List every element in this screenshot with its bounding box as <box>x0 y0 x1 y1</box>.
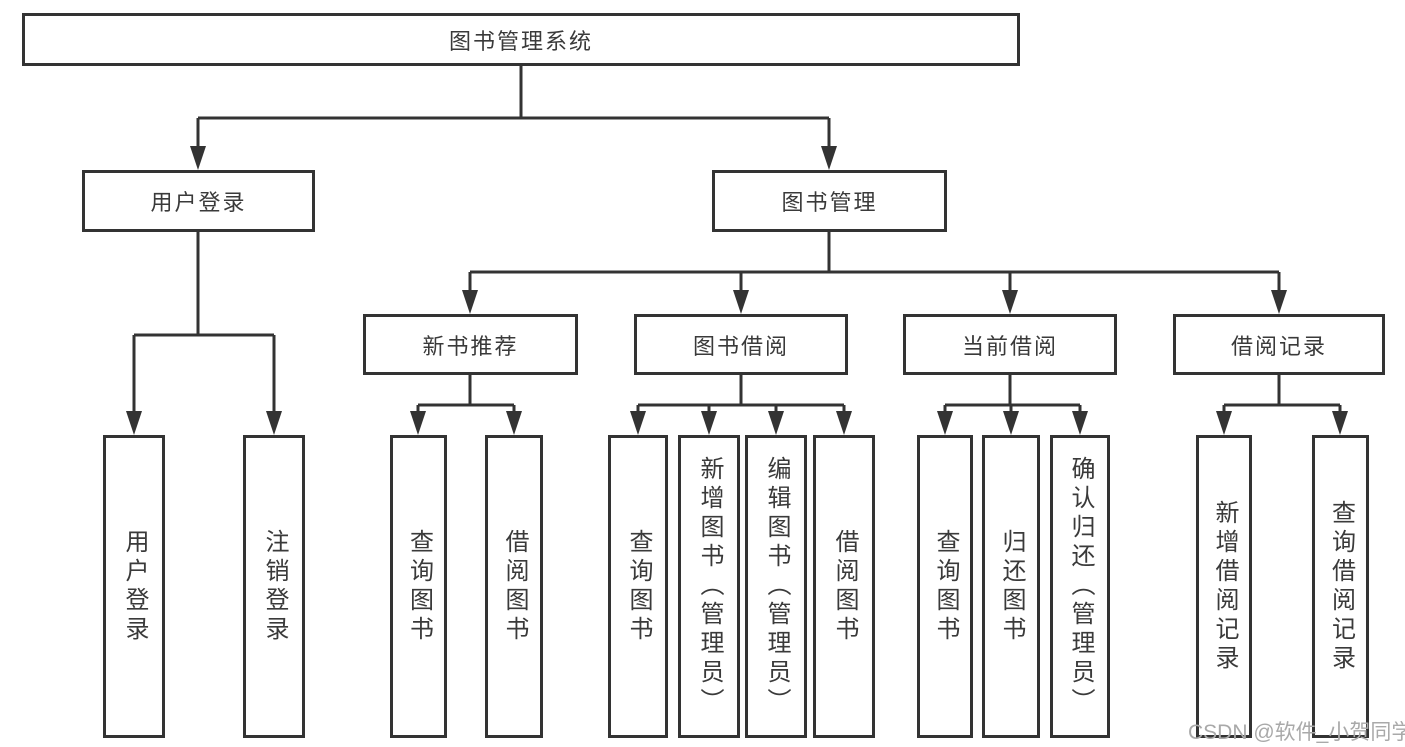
node-root: 图书管理系统 <box>22 13 1020 66</box>
node-current-borrow: 当前借阅 <box>903 314 1117 375</box>
node-new-book-recommend-label: 新书推荐 <box>422 333 519 359</box>
node-user-login: 用户登录 <box>82 170 315 232</box>
leaf-bb-add-book-admin: 新增图书（管理员） <box>678 435 740 738</box>
leaf-br-query-record: 查询借阅记录 <box>1312 435 1369 738</box>
leaf-cb-confirm-return-admin: 确认归还（管理员） <box>1050 435 1110 738</box>
node-book-borrow: 图书借阅 <box>634 314 848 375</box>
leaf-logout-label: 注销登录 <box>261 528 288 645</box>
node-book-management-label: 图书管理 <box>781 190 878 215</box>
node-borrow-record-label: 借阅记录 <box>1230 333 1327 359</box>
leaf-bb-edit-book-admin: 编辑图书（管理员） <box>745 435 807 738</box>
leaf-br-add-record: 新增借阅记录 <box>1196 435 1252 738</box>
node-book-management: 图书管理 <box>712 170 947 232</box>
leaf-cb-return-book: 归还图书 <box>982 435 1040 738</box>
leaf-br-query-record-label: 查询借阅记录 <box>1327 499 1355 674</box>
leaf-nb-query-book: 查询图书 <box>390 435 447 738</box>
node-user-login-label: 用户登录 <box>150 190 247 215</box>
leaf-cb-return-book-label: 归还图书 <box>998 528 1025 645</box>
leaf-bb-borrow-book: 借阅图书 <box>813 435 875 738</box>
leaf-logout: 注销登录 <box>243 435 305 738</box>
leaf-cb-confirm-return-admin-label: 确认归还（管理员） <box>1067 456 1094 717</box>
node-current-borrow-label: 当前借阅 <box>961 333 1058 359</box>
leaf-bb-query-book: 查询图书 <box>608 435 668 738</box>
node-borrow-record: 借阅记录 <box>1173 314 1385 375</box>
leaf-bb-add-book-admin-label: 新增图书（管理员） <box>696 456 723 717</box>
arrowheads <box>126 146 1348 435</box>
node-root-label: 图书管理系统 <box>448 28 593 54</box>
node-book-borrow-label: 图书借阅 <box>692 333 789 359</box>
leaf-user-login-label: 用户登录 <box>121 528 148 645</box>
node-new-book-recommend: 新书推荐 <box>363 314 578 375</box>
leaf-user-login: 用户登录 <box>103 435 165 738</box>
leaf-cb-query-book: 查询图书 <box>917 435 973 738</box>
leaf-bb-edit-book-admin-label: 编辑图书（管理员） <box>763 456 790 717</box>
leaf-bb-query-book-label: 查询图书 <box>625 528 652 645</box>
leaf-br-add-record-label: 新增借阅记录 <box>1211 499 1238 674</box>
csdn-watermark: CSDN @软件_小贺同学 <box>1188 721 1405 744</box>
leaf-bb-borrow-book-label: 借阅图书 <box>831 528 858 645</box>
leaf-cb-query-book-label: 查询图书 <box>932 528 959 645</box>
leaf-nb-query-book-label: 查询图书 <box>405 528 433 645</box>
leaf-nb-borrow-book: 借阅图书 <box>485 435 543 738</box>
leaf-nb-borrow-book-label: 借阅图书 <box>501 528 528 645</box>
